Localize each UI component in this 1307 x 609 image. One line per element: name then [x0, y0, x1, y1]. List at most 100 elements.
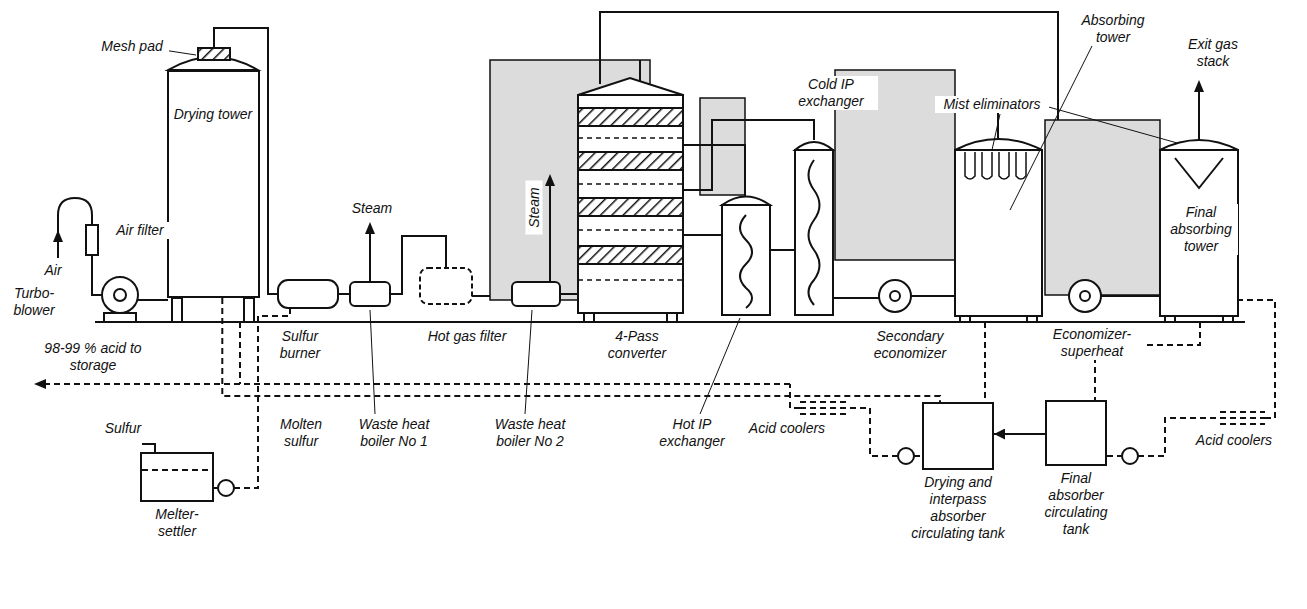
stream-label: Sulfur: [96, 420, 150, 437]
equipment-label: Hot gas filter: [405, 328, 529, 345]
ip-exchanger: [722, 205, 770, 315]
ip-exchanger: [700, 318, 740, 414]
acid-piping: [800, 402, 850, 414]
waste-heat-boiler: [369, 232, 371, 282]
air-intake: [92, 255, 102, 295]
waste-heat-boiler: [370, 310, 375, 414]
secondary-economizer: [879, 280, 911, 312]
equipment-label: Mist eliminators: [935, 96, 1049, 113]
waste-heat-boiler: [560, 293, 578, 295]
equipment-label: Waste heat boiler No 2: [482, 416, 578, 450]
equipment-label: Turbo- blower: [2, 285, 66, 319]
economizer-superheater: [1101, 295, 1160, 297]
secondary-economizer: [890, 291, 900, 301]
sulfur-feed: [142, 444, 155, 452]
ip-exchanger: [833, 297, 879, 299]
stream-label: Steam: [526, 181, 543, 235]
equipment-label: Melter- settler: [144, 506, 210, 540]
acid-piping: [1095, 322, 1200, 400]
sulfur-burner: [278, 280, 338, 308]
converter: [578, 78, 683, 95]
turbo-blower: [138, 299, 168, 301]
acid-transfer-arrow: [994, 433, 1045, 435]
turbo-blower: [114, 289, 126, 301]
air-intake: [53, 230, 63, 242]
melter-settler-tank: Melter- settler: [140, 452, 214, 502]
turbo-blower: [102, 277, 138, 313]
sulfur-feed: [142, 444, 155, 452]
equipment-label: Secondary economizer: [858, 328, 962, 362]
acid-piping: [1107, 455, 1122, 457]
ip-exchanger: [683, 120, 879, 414]
equipment-label: Sulfur burner: [266, 328, 334, 362]
equipment-label: Cold IP exchanger: [784, 76, 878, 110]
acid-piping: [44, 383, 790, 385]
ip-exchanger: [770, 249, 795, 251]
equipment-label: Exit gas stack: [1176, 36, 1250, 70]
equipment-label: 4-Pass converter: [595, 328, 679, 362]
converter: [667, 313, 677, 322]
drying-tower-parts: [150, 28, 278, 322]
equipment-label: Air filter: [102, 222, 178, 239]
waste-heat-boiler: [350, 282, 390, 306]
air-intake: [53, 198, 102, 295]
hot-gas-filter: [420, 268, 472, 304]
acid-piping: [1220, 412, 1265, 424]
absorbing-tower: [955, 139, 1042, 150]
economizer-superheater: [1080, 291, 1090, 301]
economizer-superheater: [1069, 280, 1101, 312]
circulating-tank: Final absorber circulating tank: [1045, 400, 1107, 466]
final-absorbing-tower: [1160, 140, 1238, 150]
final-absorbing-tower: [1160, 150, 1238, 316]
turbo-blower: [104, 313, 136, 322]
drying-tower-parts: [244, 298, 254, 322]
equipment-label: Economizer- superheat: [1040, 326, 1144, 360]
acid-piping: [1238, 300, 1275, 418]
duct-shading: [835, 70, 955, 260]
waste-heat-boiler: [525, 310, 532, 414]
ip-exchanger: [740, 215, 752, 308]
stream-label: Air: [36, 262, 70, 279]
converter: [578, 95, 683, 313]
converter: [578, 152, 683, 170]
secondary-economizer: [911, 295, 955, 297]
circulating-tank: Drying and interpass absorber circulatin…: [922, 402, 994, 470]
hot-gas-filter: [420, 268, 490, 304]
economizer-superheater: [1069, 280, 1160, 312]
acid-arrow: [34, 379, 46, 389]
acid-piping: [44, 300, 1275, 488]
equipment-label: Absorbing tower: [1066, 12, 1160, 46]
equipment-label: Final absorbing tower: [1164, 204, 1238, 255]
ip-exchanger: [722, 197, 770, 206]
stream-label: Steam: [345, 200, 399, 217]
acid-line: [222, 298, 940, 402]
duct-shading: [1045, 120, 1160, 295]
stream-label: 98-99 % acid to storage: [36, 340, 150, 374]
absorbing-tower: [1027, 316, 1037, 322]
converter: [578, 12, 1058, 322]
equipment-label: Waste heat boiler No 1: [346, 416, 442, 450]
final-absorbing-tower: [1175, 158, 1223, 188]
acid-piping: [850, 408, 898, 456]
final-absorbing-tower: [1198, 92, 1200, 140]
equipment-label: Acid coolers: [1180, 432, 1288, 449]
absorbing-tower: [992, 114, 1000, 150]
drying-tower-parts: [172, 298, 182, 322]
waste-heat-boiler: [512, 282, 560, 306]
acid-piping: [914, 455, 922, 457]
acid-pump: [1122, 448, 1138, 464]
waste-heat-boiler: [350, 222, 446, 414]
acid-pump: [214, 448, 1138, 496]
ip-exchanger: [683, 234, 722, 236]
acid-piping: [234, 308, 290, 488]
waste-heat-boiler: [545, 174, 555, 186]
acid-arrow: [34, 379, 46, 389]
acid-pump: [214, 487, 218, 489]
final-absorbing-tower: [1165, 316, 1175, 322]
waste-heat-boiler: [549, 184, 551, 282]
stream-label: Molten sulfur: [268, 416, 334, 450]
equipment-label: Drying and interpass absorber circulatin…: [908, 474, 1008, 542]
converter: [578, 198, 683, 216]
